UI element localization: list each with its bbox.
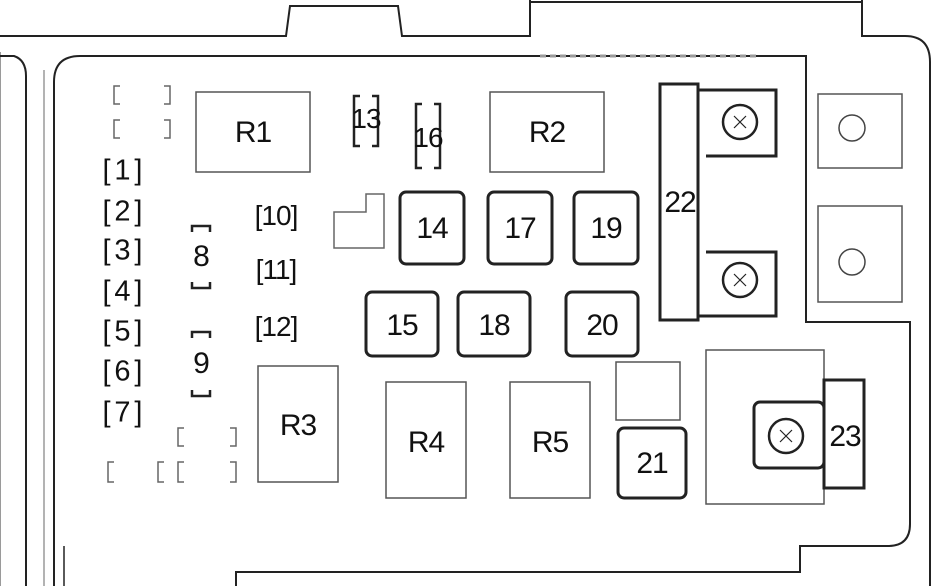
- mount-block: [817, 93, 903, 169]
- fuse-20: [564, 290, 640, 358]
- fuse-21-label: 21: [636, 447, 668, 480]
- fuse-10-label: [10]: [254, 200, 299, 231]
- fuse-17-label: 17: [504, 212, 536, 245]
- relay-r2-label: R2: [528, 116, 566, 149]
- fuse-21: [616, 426, 688, 500]
- relay-r1: [195, 91, 311, 173]
- empty-slot: [615, 361, 681, 421]
- fuse-22-label: 22: [664, 186, 696, 219]
- relay-r3: [257, 365, 339, 483]
- mount-block: [817, 205, 903, 303]
- relay-r5-label: R5: [531, 426, 569, 459]
- fuse-18-label: 18: [478, 309, 510, 342]
- relay-r4-label: R4: [407, 426, 445, 459]
- fuse-2-label: [ 2 ]: [102, 195, 143, 228]
- bolt-terminal-icon: [721, 261, 759, 299]
- fuse-8-bracket: [190, 224, 212, 290]
- relay-r3-label: R3: [279, 409, 317, 442]
- fuse-18: [456, 290, 532, 358]
- fuse-23-housing: [705, 349, 825, 505]
- fuse-5-label: [ 5 ]: [102, 315, 143, 348]
- fuse-6-label: [ 6 ]: [102, 355, 143, 388]
- fuse-13-bracket: [352, 94, 380, 148]
- bolt-terminal-icon: [767, 417, 805, 455]
- fuse-12-label: [12]: [254, 311, 299, 342]
- fuse-9-label: 9: [193, 347, 210, 380]
- inner-panel: [53, 55, 911, 586]
- fuse-17: [486, 190, 554, 266]
- fuse-22: [658, 82, 700, 322]
- fuse-23-plate: [752, 400, 826, 470]
- fuse-16-bracket: [414, 102, 442, 170]
- fuse-19: [572, 190, 640, 266]
- fuse-4-label: [ 4 ]: [102, 275, 143, 308]
- fuse-9-bracket: [190, 330, 212, 398]
- fuse-7-label: [ 7 ]: [102, 396, 143, 429]
- relay-r2: [489, 91, 605, 173]
- fuse-1-label: [ 1 ]: [102, 154, 143, 187]
- empty-slot: [333, 193, 385, 249]
- fuse-19-label: 19: [590, 212, 622, 245]
- fuse-13-label: 13: [351, 103, 381, 134]
- fuse-14-label: 14: [416, 212, 448, 245]
- empty-slots: [107, 85, 237, 483]
- mount-hole-icon: [838, 248, 866, 276]
- relay-r5: [509, 381, 591, 499]
- mount-hole-icon: [838, 114, 866, 142]
- bolt-terminal-icon: [721, 103, 759, 141]
- fuse-15-label: 15: [386, 309, 418, 342]
- fuse-8-label: 8: [193, 240, 210, 273]
- fuse-22-bottom-plate: [698, 250, 778, 318]
- fuse-15: [364, 290, 440, 358]
- fuse-20-label: 20: [586, 309, 618, 342]
- fuse-11-label: [11]: [255, 254, 298, 285]
- relay-r1-label: R1: [234, 116, 272, 149]
- fuse-3-label: [ 3 ]: [102, 234, 143, 267]
- fuse-23-label: 23: [829, 420, 861, 453]
- fuse-16-label: 16: [413, 122, 443, 153]
- fuse-22-top-plate: [698, 88, 778, 158]
- relay-r4: [385, 381, 467, 499]
- fuse-14: [398, 190, 466, 266]
